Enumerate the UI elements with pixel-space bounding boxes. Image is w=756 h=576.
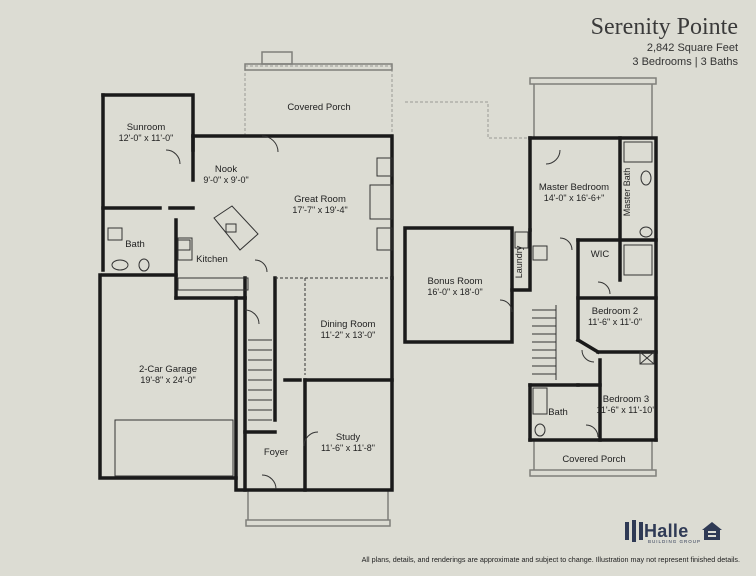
dining-room-label: Dining Room	[321, 319, 376, 330]
garage-dims: 19'-8" x 24'-0"	[140, 375, 195, 385]
nook-dims: 9'-0" x 9'-0"	[203, 175, 248, 185]
master-bedroom-label: Master Bedroom	[539, 182, 609, 193]
bath-upper-label: Bath	[548, 407, 568, 418]
bonus-room-label: Bonus Room	[428, 276, 483, 287]
kitchen-island	[213, 205, 259, 251]
master-bedroom-dims: 14'-0" x 16'-6+"	[544, 193, 605, 203]
wic-label: WIC	[591, 249, 610, 260]
front-porch-rail	[245, 519, 391, 527]
kitchen-label: Kitchen	[196, 254, 228, 265]
bedroom-2-dims: 11'-6" x 11'-0"	[588, 317, 642, 327]
equal-housing-icon	[701, 522, 722, 540]
main-stairs	[248, 339, 272, 421]
nook-label: Nook	[215, 164, 237, 175]
halle-mark-icon	[625, 520, 643, 542]
covered-porch-top-label: Covered Porch	[287, 102, 350, 113]
bonus-room-dims: 16'-0" x 18'-0"	[427, 287, 482, 297]
bedroom-3-dims: 11'-6" x 11'-10"	[596, 405, 655, 415]
foyer-label: Foyer	[264, 447, 288, 458]
covered-porch-bottom-label: Covered Porch	[562, 454, 625, 465]
upper-rear-rail	[529, 77, 657, 85]
halle-logo: Halle BUILDING GROUP	[624, 520, 723, 544]
dining-room-dims: 11'-2" x 13'-0"	[321, 330, 376, 340]
bath-main-label: Bath	[125, 239, 145, 250]
garage-label: 2-Car Garage	[139, 364, 197, 375]
logo-word: Halle	[644, 520, 689, 541]
sunroom-dims: 12'-0" x 11'-0"	[119, 133, 174, 143]
sunroom-label: Sunroom	[127, 122, 166, 133]
great-room-label: Great Room	[294, 194, 346, 205]
upper-front-rail	[529, 469, 657, 477]
study-dims: 11'-6" x 11'-8"	[321, 443, 375, 453]
bedroom-3-label: Bedroom 3	[603, 394, 649, 405]
master-bath-label: Master Bath	[622, 168, 632, 217]
upper-stairs	[532, 305, 557, 380]
bedroom-2-label: Bedroom 2	[592, 306, 638, 317]
bed-bath-count: 3 Bedrooms | 3 Baths	[632, 56, 738, 68]
great-room-dims: 17'-7" x 19'-4"	[292, 205, 347, 215]
plan-title: Serenity Pointe	[590, 14, 738, 40]
top-porch-rail	[244, 63, 393, 71]
laundry-label: Laundry	[514, 245, 524, 278]
square-feet: 2,842 Square Feet	[646, 42, 738, 54]
study-label: Study	[336, 432, 361, 443]
disclaimer-text: All plans, details, and renderings are a…	[361, 555, 740, 564]
logo-tagline: BUILDING GROUP	[648, 539, 702, 544]
